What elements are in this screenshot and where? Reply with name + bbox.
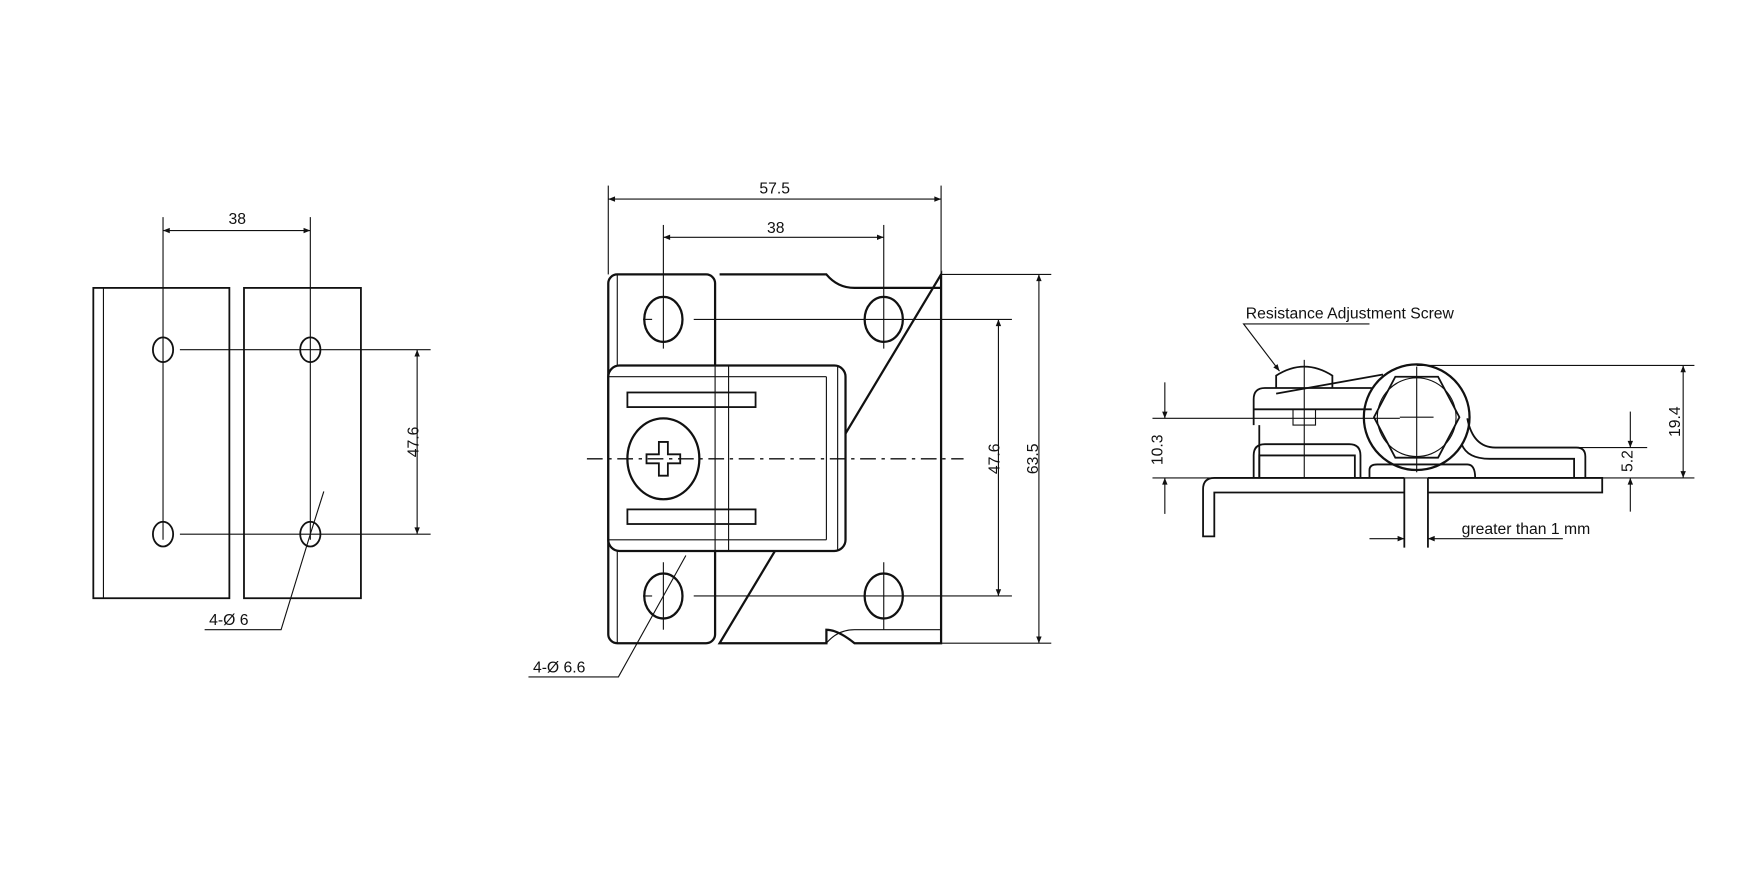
screw-label: Resistance Adjustment Screw [1246,305,1455,322]
dimension-label: 38 [228,211,246,228]
knuckle-pad [1368,463,1477,478]
callout-leader [528,555,687,678]
hex-bolt-icon [1372,375,1461,459]
dimension-label: 47.6 [987,443,1004,474]
callout-leader [1242,323,1370,372]
dimension-label: 5.2 [1620,450,1637,472]
slot [626,391,757,408]
callout-leader [204,491,325,631]
left-plate [92,287,231,600]
arm-slope [1275,373,1384,395]
gap-note: greater than 1 mm [1462,521,1591,538]
dimension-label: 10.3 [1150,434,1167,465]
dimension-label: 38 [767,220,785,237]
dimension-label: 57.5 [759,180,790,197]
dimension-label: 19.4 [1667,406,1684,437]
slot [626,508,757,525]
hole-callout: 4-Ø 6 [209,612,249,629]
hole-callout: 4-Ø 6.6 [533,659,586,676]
front-view-hinge: 57.5 38 [528,180,1052,678]
side-view-hinge: Resistance Adjustment Screw 10.3 19.4 [1150,305,1695,548]
dimension-label: 47.6 [405,426,422,457]
right-leaf-notch [825,274,942,644]
dimension-label: 63.5 [1025,443,1042,474]
right-plate [243,287,362,600]
phillips-cross-icon [645,441,682,477]
lower-block [1252,443,1362,478]
left-view-mounting-pattern: 38 47.6 4-Ø 6 [92,211,431,631]
